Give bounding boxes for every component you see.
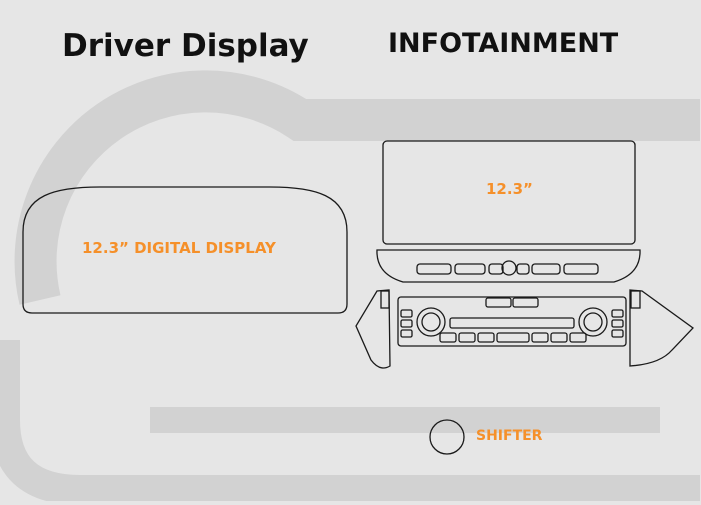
driver-display-size-label: 12.3” DIGITAL DISPLAY [82, 239, 276, 257]
climate-bottom-button-5[interactable] [531, 332, 549, 343]
infotainment-button-row [416, 260, 599, 276]
climate-bottom-button-3[interactable] [477, 332, 495, 343]
right-air-vent [629, 289, 694, 367]
climate-bottom-button-7[interactable] [569, 332, 587, 343]
climate-bottom-button-2[interactable] [458, 332, 476, 343]
shifter-label: SHIFTER [476, 428, 543, 444]
left-air-vent [355, 289, 391, 369]
button-right-1[interactable] [516, 263, 530, 275]
right-temp-knob[interactable] [578, 307, 608, 337]
climate-bottom-button-4[interactable] [496, 332, 530, 343]
climate-top-button-2[interactable] [512, 297, 539, 308]
button-left-3[interactable] [488, 263, 504, 275]
infotainment-screen [382, 140, 636, 245]
button-left-2[interactable] [454, 263, 486, 275]
climate-bottom-button-6[interactable] [550, 332, 568, 343]
background-watermark-logo [0, 70, 700, 505]
infotainment-screen-size-label: 12.3” [486, 180, 533, 198]
button-right-2[interactable] [531, 263, 561, 275]
climate-control-panel [397, 296, 627, 347]
driver-display-screen [22, 186, 348, 314]
left-temp-knob[interactable] [416, 307, 446, 337]
infotainment-heading: INFOTAINMENT [388, 28, 619, 59]
driver-display-heading: Driver Display [62, 28, 309, 64]
climate-top-button-1[interactable] [485, 297, 512, 308]
volume-knob[interactable] [501, 260, 517, 276]
infotainment-button-bar [376, 249, 641, 283]
button-left-1[interactable] [416, 263, 452, 275]
climate-bottom-button-1[interactable] [439, 332, 457, 343]
shifter-knob[interactable] [429, 419, 465, 455]
button-right-3[interactable] [563, 263, 599, 275]
